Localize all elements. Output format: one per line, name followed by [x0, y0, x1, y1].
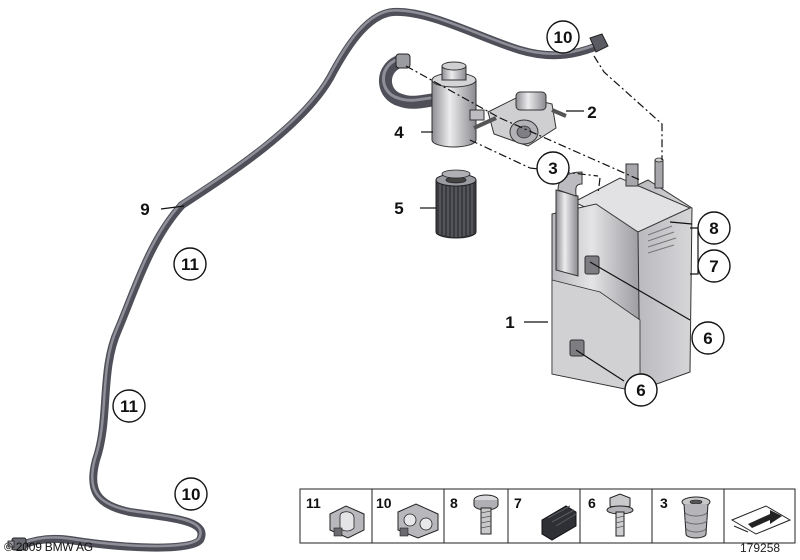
callout-5: 5	[394, 199, 403, 218]
callout-2: 2	[587, 103, 596, 122]
svg-text:7: 7	[709, 257, 718, 276]
callout-3: 3	[536, 151, 570, 185]
diagram-number: 179258	[740, 541, 781, 555]
svg-text:11: 11	[181, 255, 199, 274]
svg-text:11: 11	[306, 495, 321, 511]
copyright-notice: © 2009 BMW AG	[4, 540, 93, 554]
activated-carbon-canister-part-1	[551, 157, 693, 393]
svg-text:7: 7	[514, 495, 522, 511]
legend-item-clip-11: 11	[306, 495, 365, 539]
callout-10-top: 10	[546, 20, 580, 54]
filter-housing-part-4	[431, 61, 485, 148]
legend-item-screw-8: 8	[450, 494, 499, 535]
callout-6-lower: 6	[624, 373, 658, 407]
callout-11-upper: 11	[173, 247, 207, 281]
callout-1: 1	[505, 313, 514, 332]
parts-legend: 11 10 8 7	[299, 488, 796, 544]
callout-7: 7	[697, 249, 731, 283]
callout-10-bottom: 10	[174, 477, 208, 511]
legend-item-bolt-6: 6	[588, 493, 634, 537]
svg-text:11: 11	[120, 397, 138, 416]
svg-text:6: 6	[588, 495, 596, 511]
callout-9: 9	[140, 200, 149, 219]
svg-text:10: 10	[376, 495, 392, 511]
legend-item-rubber-block-7: 7	[514, 495, 577, 541]
filter-element-part-5	[435, 169, 477, 239]
legend-item-clip-10: 10	[376, 495, 439, 539]
callout-8: 8	[697, 211, 731, 245]
callout-4: 4	[394, 123, 404, 142]
svg-text:8: 8	[450, 495, 458, 511]
svg-text:6: 6	[703, 329, 712, 348]
svg-text:10: 10	[182, 485, 201, 504]
valve-part-2	[473, 91, 567, 147]
hose-bend	[379, 53, 439, 109]
svg-text:3: 3	[548, 159, 557, 178]
legend-item-grommet-3: 3	[660, 495, 711, 539]
legend-arrow-icon	[730, 505, 792, 535]
svg-text:3: 3	[660, 495, 668, 511]
fuel-vent-hose	[7, 7, 609, 552]
callout-6-upper: 6	[691, 321, 725, 355]
svg-text:8: 8	[709, 219, 718, 238]
callout-11-lower: 11	[112, 389, 146, 423]
svg-text:6: 6	[636, 381, 645, 400]
svg-text:10: 10	[554, 28, 573, 47]
